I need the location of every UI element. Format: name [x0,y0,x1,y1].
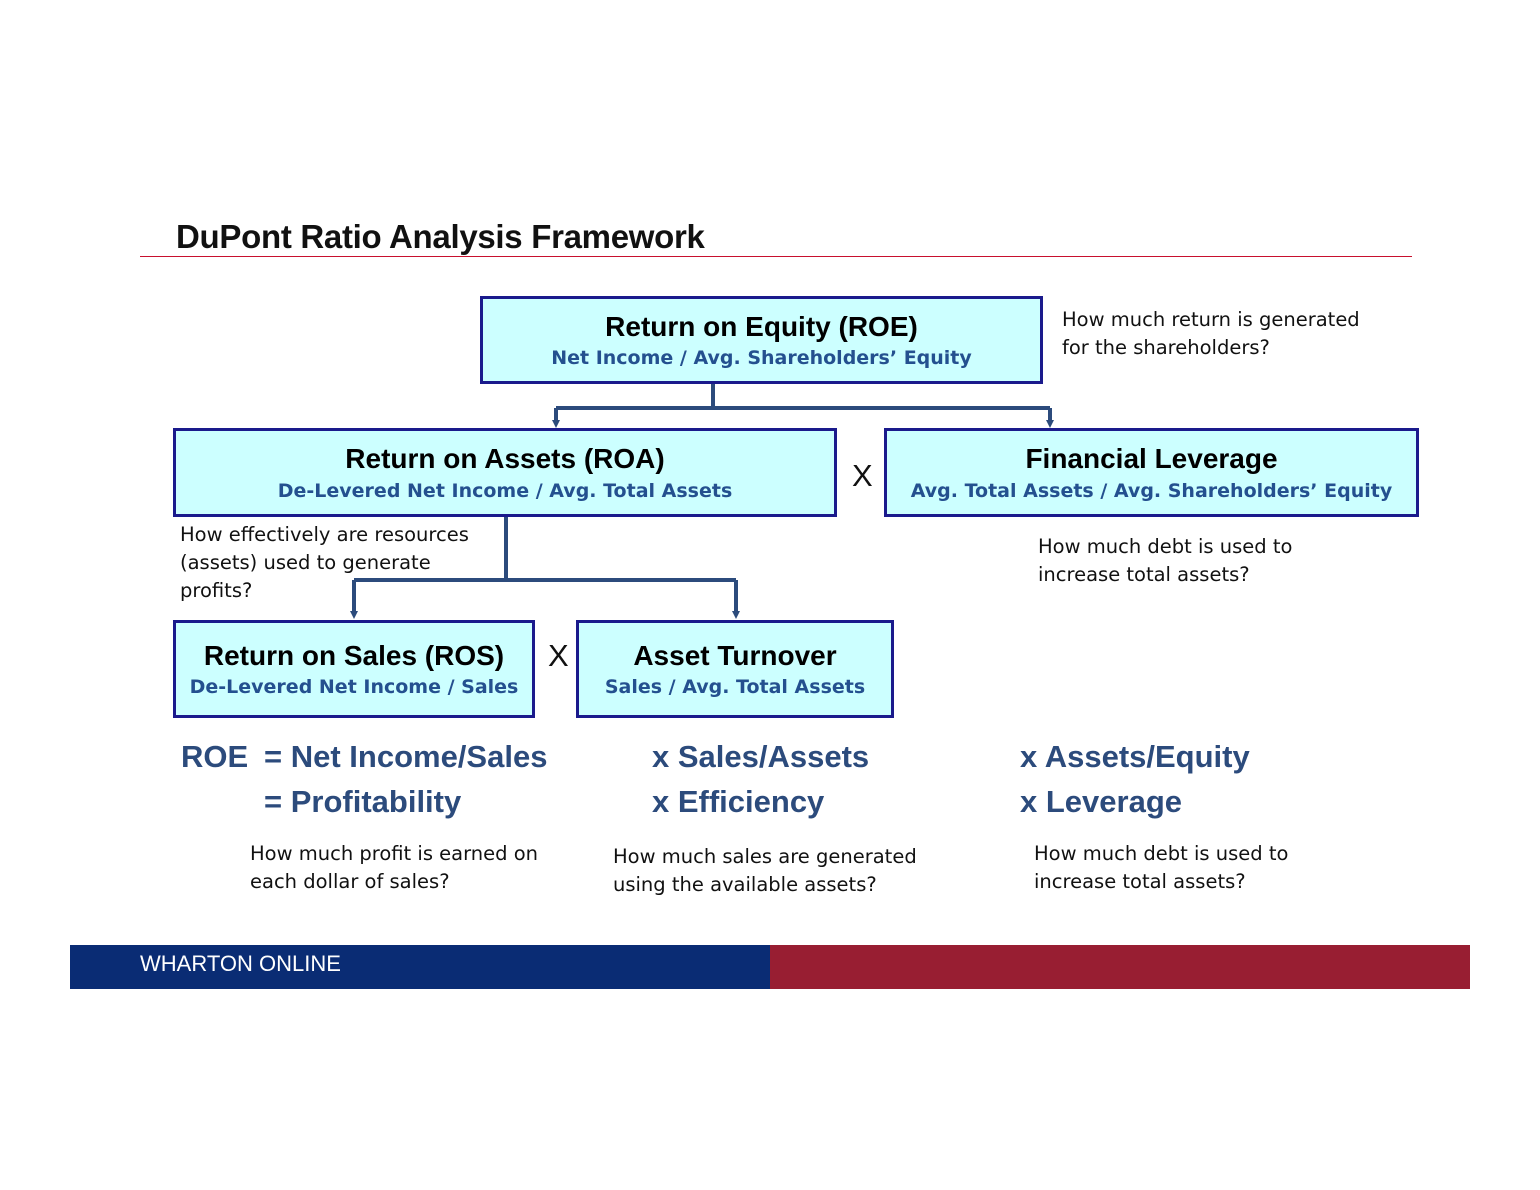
ros-formula: De-Levered Net Income / Sales [189,676,519,699]
multiply-operator-roa-leverage: X [852,458,873,493]
leverage-note: How much debt is used to increase total … [1038,535,1293,586]
ros-title: Return on Sales (ROS) [203,639,505,671]
roe-note: How much return is generated for the sha… [1062,308,1360,359]
leverage-bottom-note: How much debt is used to increase total … [1034,842,1289,893]
equation-line2-col1: = Profitability [264,784,462,819]
leverage-title: Financial Leverage [1025,443,1278,475]
footer-bar-red [770,945,1470,989]
equation-line1-col1: = Net Income/Sales [264,739,548,774]
leverage-box: Financial Leverage Avg. Total Assets / A… [884,428,1419,517]
efficiency-note: How much sales are generated using the a… [613,845,917,896]
profitability-note: How much profit is earned on each dollar… [250,842,539,893]
roe-box: Return on Equity (ROE) Net Income / Avg.… [480,296,1043,384]
footer-brand: WHARTON ONLINE [140,951,341,976]
equation-line2-col2: x Efficiency [652,784,825,819]
roa-title: Return on Assets (ROA) [345,443,665,475]
equation-roe-label: ROE [181,739,249,774]
roa-box: Return on Assets (ROA) De-Levered Net In… [173,428,837,517]
leverage-formula: Avg. Total Assets / Avg. Shareholders’ E… [910,479,1393,502]
turnover-title: Asset Turnover [633,639,837,671]
multiply-operator-ros-turnover: X [548,638,569,673]
footer-bar-blue [70,945,770,989]
roa-formula: De-Levered Net Income / Avg. Total Asset… [277,479,733,502]
equation-line1-col3: x Assets/Equity [1020,739,1250,774]
turnover-formula: Sales / Avg. Total Assets [604,676,866,699]
turnover-box: Asset Turnover Sales / Avg. Total Assets [576,620,894,718]
roe-title: Return on Equity (ROE) [605,310,918,342]
title-divider [140,256,1412,257]
roe-formula: Net Income / Avg. Shareholders’ Equity [551,347,972,370]
equation-line1-col2: x Sales/Assets [652,739,870,774]
roa-note: How effectively are resources (assets) u… [180,523,469,602]
ros-box: Return on Sales (ROS) De-Levered Net Inc… [173,620,535,718]
equation-line2-col3: x Leverage [1020,784,1182,819]
page-title: DuPont Ratio Analysis Framework [176,218,705,255]
